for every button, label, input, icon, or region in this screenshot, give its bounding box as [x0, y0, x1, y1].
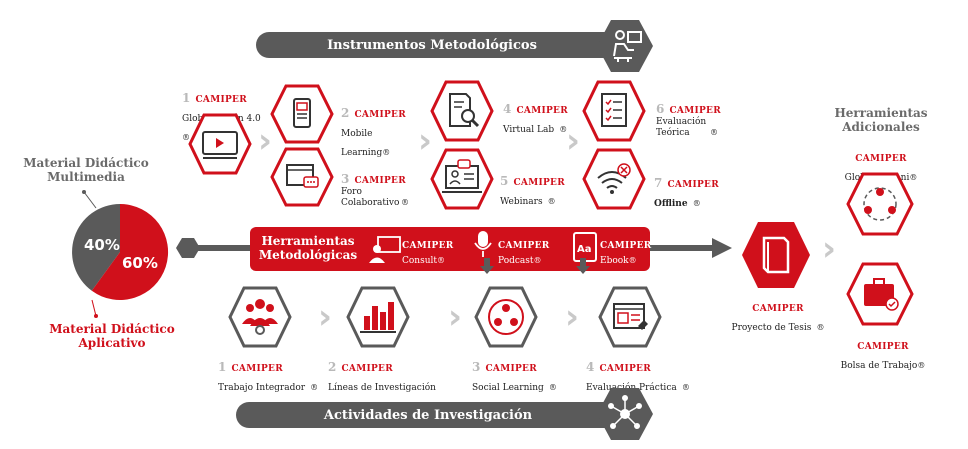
thesis-book-icon[interactable]	[740, 220, 812, 290]
pie-title-top: Material Didáctico Multimedia	[23, 156, 149, 184]
chevron-right-icon: ›	[565, 297, 580, 337]
practical-eval-icon[interactable]	[598, 286, 662, 348]
chevron-right-icon: ›	[822, 229, 837, 269]
activity-1-label: 1 CAMIPER Trabajo Integrador ®	[218, 360, 319, 393]
chevron-right-icon: ›	[418, 121, 433, 161]
tools-bar: Herramientas Metodológicas CAMIPER Consu…	[250, 227, 652, 271]
instrument-5-label: 5 CAMIPER Webinars ®	[500, 174, 565, 207]
pie-slice-red	[91, 203, 169, 300]
instrument-6-label: 6 CAMIPER Evaluación Teórica®	[656, 102, 721, 138]
instrument-7-label: 7 CAMIPER Offline ®	[654, 176, 719, 209]
activity-3-label: 3 CAMIPER Social Learning ®	[472, 360, 557, 393]
chevron-right-icon: ›	[258, 121, 273, 161]
microphone-icon[interactable]	[472, 229, 494, 271]
social-network-icon[interactable]	[474, 286, 538, 348]
job-briefcase-icon[interactable]	[846, 262, 914, 326]
chevron-right-icon: ›	[566, 121, 581, 161]
pie-slice-grey	[72, 204, 120, 291]
offline-wifi-icon[interactable]	[582, 148, 646, 210]
bar-chart-icon[interactable]	[346, 286, 410, 348]
network-hub-icon	[597, 388, 653, 440]
instrumentos-banner: Instrumentos Metodológicos	[256, 32, 608, 58]
video-player-icon[interactable]	[188, 113, 252, 175]
virtual-lab-search-icon[interactable]	[430, 80, 494, 142]
instrument-1-num: 1	[182, 91, 191, 105]
webinar-icon[interactable]	[430, 148, 494, 210]
mobile-learning-icon[interactable]	[270, 84, 334, 144]
chevron-right-icon: ›	[448, 297, 463, 337]
tools-bar-title: Herramientas Metodológicas	[258, 234, 358, 262]
actividades-title: Actividades de Investigación	[323, 407, 533, 423]
thesis-label: CAMIPER Proyecto de Tesis ®	[731, 304, 825, 333]
pie-label-grey: 40%	[84, 236, 120, 254]
forum-chat-icon[interactable]	[270, 147, 334, 207]
teacher-icon	[597, 20, 653, 72]
svg-text:Aa: Aa	[577, 244, 592, 255]
team-gear-icon[interactable]	[228, 286, 292, 348]
instrument-1-brand: CAMIPER	[195, 95, 247, 105]
podcast-arrow-down-icon	[480, 258, 494, 274]
global-alumni-icon[interactable]	[846, 172, 914, 236]
instrument-2-label: 2 CAMIPER Mobile Learning®	[341, 106, 406, 158]
pie-chart: 40% 60%	[72, 203, 169, 300]
pie-leader-lines	[82, 190, 98, 318]
chevron-right-icon: ›	[318, 297, 333, 337]
ebook-label: CAMIPER Ebook®	[600, 241, 652, 266]
actividades-banner: Actividades de Investigación	[236, 402, 620, 428]
additional-title: Herramientas Adicionales	[834, 106, 928, 134]
instrumentos-title: Instrumentos Metodológicos	[327, 37, 537, 53]
pie-title-bottom: Material Didáctico Aplicativo	[49, 322, 175, 350]
consult-label: CAMIPER Consult®	[402, 241, 454, 266]
instrument-3-label: 3 CAMIPER Foro Colaborativo®	[341, 172, 409, 208]
ebook-arrow-down-icon	[576, 258, 590, 274]
instrument-4-label: 4 CAMIPER Virtual Lab ®	[503, 102, 568, 135]
podcast-label: CAMIPER Podcast®	[498, 241, 550, 266]
pie-label-red: 60%	[122, 254, 158, 272]
consult-person-icon[interactable]	[368, 235, 402, 263]
checklist-icon[interactable]	[582, 80, 646, 142]
job-board-label: CAMIPER Bolsa de Trabajo®	[840, 342, 926, 371]
